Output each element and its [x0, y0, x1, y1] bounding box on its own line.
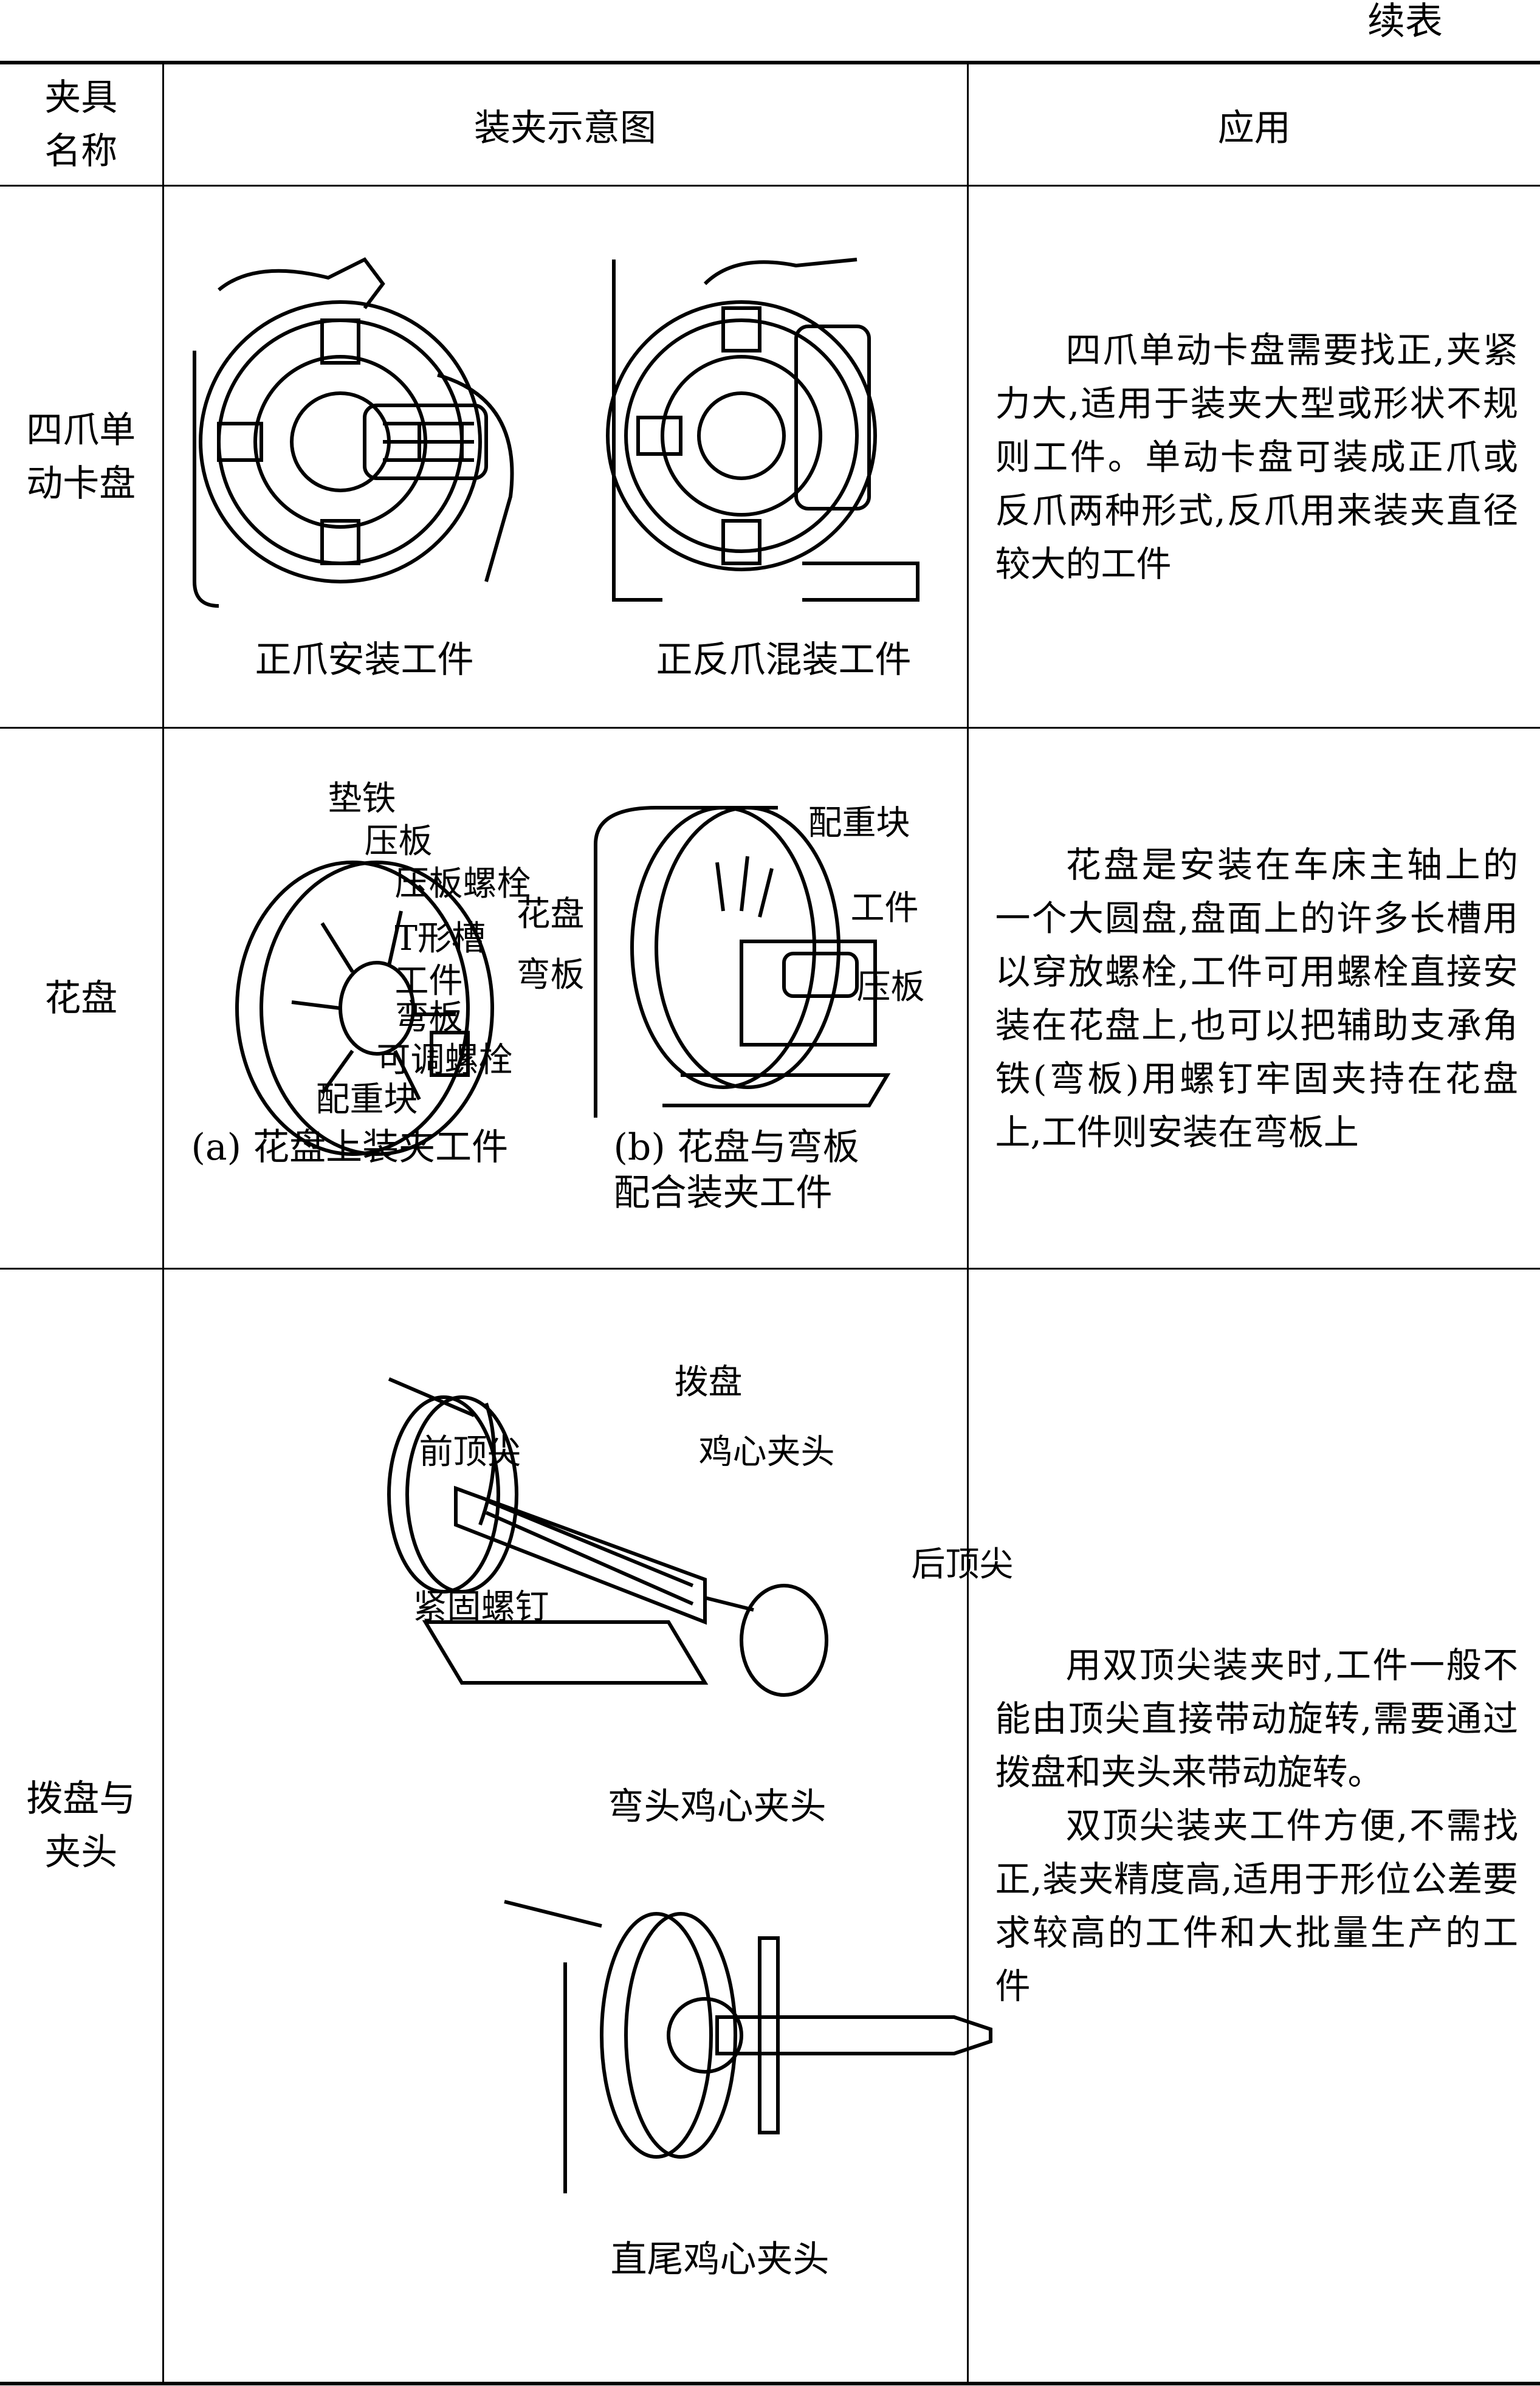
part-label: 压板: [856, 968, 925, 1007]
row-name: 拨盘与 夹头: [0, 1268, 164, 2385]
row-name: 四爪单 动卡盘: [0, 185, 164, 729]
part-label: 配重块: [808, 803, 910, 843]
part-label: 鸡心夹头: [698, 1432, 835, 1472]
figure-caption: 正反爪混装工件: [656, 639, 912, 681]
part-label: 前顶尖: [419, 1432, 521, 1472]
figure-caption: 直尾鸡心夹头: [610, 2238, 830, 2281]
four-jaw-chuck-mixed-jaw-illustration: [605, 258, 920, 602]
four-jaw-chuck-normal-jaw-illustration: [192, 257, 514, 608]
part-label: 后顶尖: [911, 1545, 1014, 1584]
faceplate-workpiece-illustration: [235, 861, 494, 1156]
part-label: T形槽: [394, 919, 486, 958]
part-label: 工件: [850, 889, 919, 928]
table-row: 四爪单 动卡盘: [0, 185, 1540, 729]
part-label: 弯板: [516, 955, 585, 995]
header-application: 应用: [966, 61, 1540, 187]
figure-caption: 正爪安装工件: [255, 639, 474, 681]
part-label: 弯板: [394, 998, 463, 1037]
table-row: 花盘 垫铁 压板 压板螺栓 T形槽 工件 弯板 可调螺栓 配重块 (a) 花盘上…: [0, 727, 1540, 1270]
header-diagram: 装夹示意图: [162, 61, 969, 187]
figure-caption: (b) 花盘与弯板: [613, 1126, 859, 1169]
part-label: 配重块: [315, 1080, 418, 1119]
application-cell: 花盘是安装在车床主轴上的一个大圆盘,盘面上的许多长槽用以穿放螺栓,工件可用螺栓直…: [966, 727, 1540, 1270]
part-label: 压板: [364, 822, 433, 861]
part-label: 花盘: [516, 895, 585, 934]
part-label: 工件: [394, 961, 463, 1001]
diagram-cell: 正爪安装工件 正反爪混装工件: [162, 185, 969, 729]
application-cell: 四爪单动卡盘需要找正,夹紧力大,适用于装夹大型或形状不规则工件。单动卡盘可装成正…: [966, 185, 1540, 729]
part-label: 可调螺栓: [376, 1040, 513, 1080]
part-label: 拨盘: [674, 1363, 743, 1402]
diagram-cell: 拨盘 前顶尖 鸡心夹头 后顶尖 紧固螺钉 弯头鸡心夹头 直尾鸡心夹头: [162, 1268, 1014, 2385]
header-row: 夹具 名称 装夹示意图 应用: [0, 61, 1540, 187]
figure-caption: (a) 花盘上装夹工件: [191, 1126, 509, 1169]
figure-caption: 配合装夹工件: [613, 1172, 833, 1214]
faceplate-angle-plate-illustration: [593, 806, 890, 1118]
application-cell: 用双顶尖装夹时,工件一般不能由顶尖直接带动旋转,需要通过拨盘和夹头来带动旋转。 …: [966, 1268, 1540, 2385]
diagram-cell: 垫铁 压板 压板螺栓 T形槽 工件 弯板 可调螺栓 配重块 (a) 花盘上装夹工…: [162, 727, 969, 1270]
bent-tail-dog-illustration: [387, 1377, 828, 1697]
header-fixture-name: 夹具 名称: [0, 61, 164, 187]
figure-caption: 弯头鸡心夹头: [607, 1786, 827, 1828]
table-row: 拨盘与 夹头 拨盘 前顶尖 鸡心夹头 后顶尖 紧固螺钉 弯头鸡心夹头: [0, 1268, 1540, 2385]
row-name: 花盘: [0, 727, 164, 1270]
part-label: 垫铁: [328, 779, 396, 819]
part-label: 压板螺栓: [394, 864, 531, 904]
fixture-table: 夹具 名称 装夹示意图 应用 四爪单 动卡盘: [0, 61, 1540, 2385]
part-label: 紧固螺钉: [413, 1587, 549, 1627]
continued-label: 续表: [1367, 0, 1443, 43]
straight-tail-dog-illustration: [503, 1900, 992, 2193]
